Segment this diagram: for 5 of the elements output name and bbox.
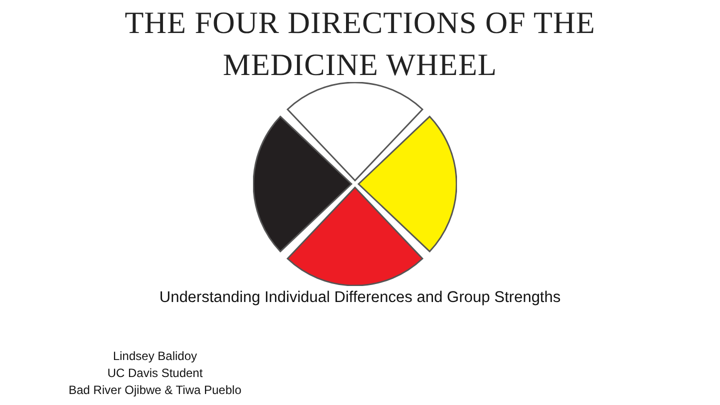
slide-title: THE FOUR DIRECTIONS OF THE MEDICINE WHEEL [124,4,596,84]
subtitle: Understanding Individual Differences and Group Strengths [158,289,562,307]
author-affiliation: UC Davis Student [106,366,204,380]
author-name: Lindsey Balidoy [112,349,198,363]
author-affiliation: Bad River Ojibwe & Tiwa Pueblo [68,383,242,397]
